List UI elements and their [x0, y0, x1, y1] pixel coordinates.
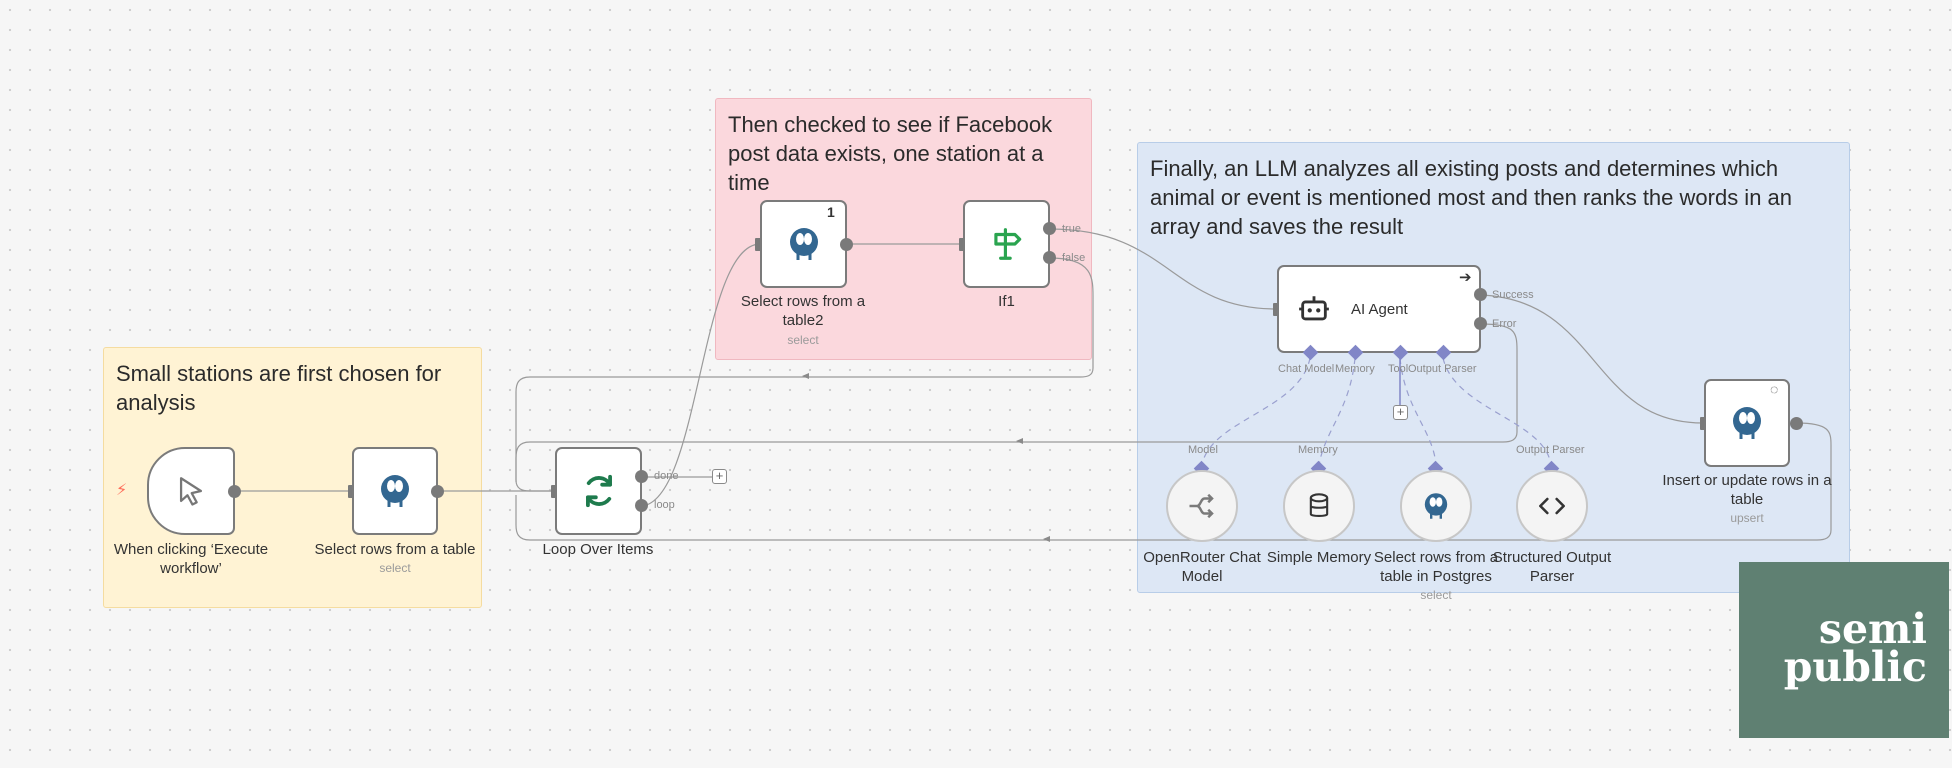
node-select-rows[interactable]	[352, 447, 438, 535]
connection-memory	[1318, 357, 1356, 466]
node-title: AI Agent	[1351, 300, 1408, 318]
port-label-success: Success	[1492, 289, 1534, 301]
sub-port-label: Chat Model	[1278, 363, 1335, 375]
connection-if-false-loop	[515, 257, 1094, 492]
port-label-true: true	[1062, 223, 1081, 235]
connection-agent-success-upsert	[1480, 294, 1704, 424]
node-upsert[interactable]	[1704, 379, 1790, 467]
node-label: If1	[998, 293, 1015, 310]
input-handle[interactable]	[1700, 417, 1706, 430]
node-loop[interactable]	[555, 447, 642, 535]
flow-arrow	[802, 373, 809, 379]
port-label-done: done	[654, 470, 679, 482]
connection-model	[1201, 357, 1311, 466]
output-handle-done[interactable]	[635, 470, 648, 483]
sub-port-label: Tool	[1388, 363, 1409, 375]
node-postgres-tool[interactable]	[1400, 470, 1472, 542]
node-label: Select rows from a table2	[740, 293, 866, 329]
arrow-right-icon: ➔	[1459, 269, 1472, 286]
robot-icon	[1299, 296, 1329, 321]
openrouter-icon	[1189, 493, 1214, 519]
database-icon	[1309, 493, 1329, 517]
node-sublabel: select	[1420, 588, 1452, 602]
watermark-logo: semi public	[1739, 562, 1949, 738]
node-select-rows-2[interactable]	[760, 200, 847, 288]
watermark-text: semi public	[1783, 605, 1927, 691]
output-handle[interactable]	[1790, 417, 1803, 430]
connection-agent-error-loop	[515, 323, 1518, 482]
connection-tool	[1399, 357, 1437, 466]
node-sublabel: upsert	[1730, 511, 1764, 525]
sub-port-label: Output Parser	[1408, 363, 1477, 375]
node-openrouter[interactable]	[1166, 470, 1238, 542]
code-icon	[1539, 497, 1565, 515]
node-label: Insert or update rows in a table	[1662, 472, 1832, 508]
output-handle-false[interactable]	[1043, 251, 1056, 264]
postgres-icon	[1733, 407, 1761, 439]
flow-arrow	[1016, 438, 1023, 444]
output-handle-error[interactable]	[1474, 317, 1487, 330]
node-sublabel: select	[379, 561, 411, 575]
input-handle[interactable]	[348, 485, 354, 498]
output-handle[interactable]	[228, 485, 241, 498]
postgres-icon	[1424, 493, 1448, 519]
sub-node-port-label: Model	[1188, 444, 1218, 456]
node-label: Select rows from a table	[314, 541, 476, 558]
sub-node-port-label: Memory	[1298, 444, 1338, 456]
sticky-note-blue[interactable]: Finally, an LLM analyzes all existing po…	[1137, 142, 1850, 593]
node-sublabel: select	[787, 333, 819, 347]
node-output-parser[interactable]	[1516, 470, 1588, 542]
port-label-error: Error	[1492, 318, 1517, 330]
node-label: Select rows from a table in Postgres	[1373, 549, 1499, 585]
node-label: OpenRouter Chat Model	[1143, 549, 1261, 585]
sticky-note-text: Finally, an LLM analyzes all existing po…	[1150, 156, 1793, 239]
node-label: When clicking ‘Execute workflow’	[113, 541, 269, 577]
input-handle[interactable]	[959, 238, 965, 251]
sub-node-port-label: Output Parser	[1516, 444, 1585, 456]
add-tool-button[interactable]: +	[1393, 405, 1408, 420]
signpost-icon	[993, 228, 1021, 260]
postgres-icon	[381, 475, 409, 507]
output-handle[interactable]	[840, 238, 853, 251]
connection-if-true-agent	[1049, 228, 1278, 310]
input-handle[interactable]	[755, 238, 761, 251]
input-handle[interactable]	[551, 485, 557, 498]
port-label-false: false	[1062, 252, 1086, 264]
flow-arrow	[1043, 536, 1050, 542]
pinned-count-badge: 1	[827, 204, 835, 220]
node-trigger[interactable]	[147, 447, 235, 535]
loop-icon	[585, 474, 612, 508]
sticky-note-text: Then checked to see if Facebook post dat…	[728, 112, 1053, 195]
output-handle-true[interactable]	[1043, 222, 1056, 235]
output-handle-loop[interactable]	[635, 499, 648, 512]
watermark-line: semi	[1818, 605, 1927, 653]
watermark-line: public	[1783, 643, 1927, 691]
sub-port-label: Memory	[1335, 363, 1375, 375]
spinner-icon: ◌	[1770, 381, 1779, 397]
node-memory[interactable]	[1283, 470, 1355, 542]
node-label: Loop Over Items	[542, 541, 654, 558]
connection-upsert-loop	[515, 422, 1832, 541]
output-handle-success[interactable]	[1474, 288, 1487, 301]
add-node-button[interactable]: +	[712, 469, 727, 484]
sticky-note-text: Small stations are first chosen for anal…	[116, 361, 442, 415]
cursor-icon	[179, 477, 203, 506]
output-handle[interactable]	[431, 485, 444, 498]
input-handle[interactable]	[1273, 303, 1279, 316]
node-if[interactable]	[963, 200, 1050, 288]
node-ai-agent[interactable]: AI Agent	[1277, 265, 1481, 353]
port-label-loop: loop	[654, 499, 675, 511]
node-label: Structured Output Parser	[1492, 549, 1612, 585]
bolt-icon: ⚡	[116, 482, 128, 499]
connection-parser	[1442, 357, 1552, 466]
connection-loop-select2	[641, 243, 761, 507]
postgres-icon	[789, 228, 818, 260]
node-label: Simple Memory	[1266, 549, 1372, 566]
